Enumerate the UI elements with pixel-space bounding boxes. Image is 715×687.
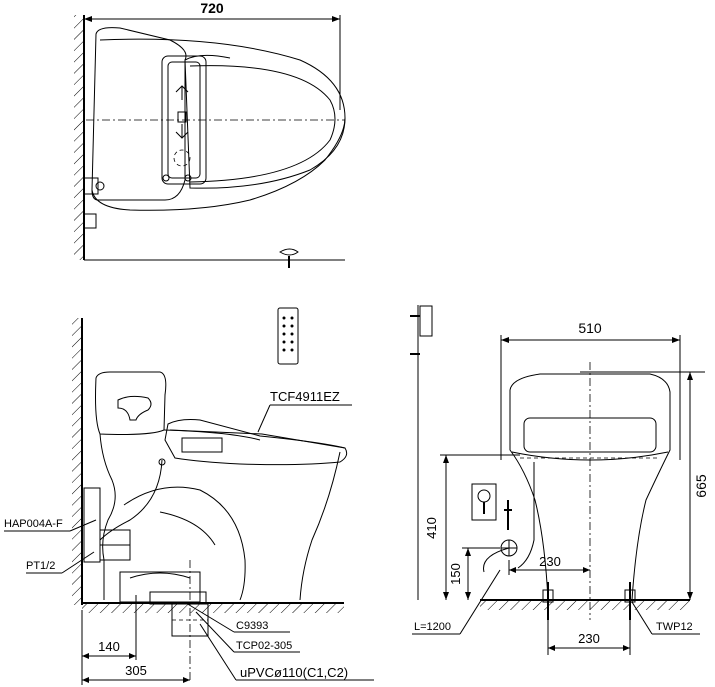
top-tank-outline <box>91 27 187 201</box>
top-seat-outline <box>99 38 346 189</box>
dim-410-text: 410 <box>424 517 439 539</box>
front-valve-box <box>471 483 497 521</box>
dim-665-text: 665 <box>693 474 709 498</box>
flange-label: C9393 <box>236 620 268 632</box>
dim-150-text: 150 <box>448 563 463 585</box>
dim-720-text: 720 <box>200 0 224 16</box>
side-valve-assembly <box>83 487 101 563</box>
side-wall-hatch <box>72 318 82 605</box>
front-floor-hatch <box>480 600 690 610</box>
arrow-icon <box>175 85 189 100</box>
top-valve <box>83 177 99 195</box>
top-view: 720 <box>74 0 346 268</box>
dim-510-text: 510 <box>578 320 602 336</box>
side-bowl-front <box>299 451 341 601</box>
side-view: TCF4911EZ HAP004A-F PT1/2 C9393 TCP02-30… <box>4 307 374 685</box>
side-floor-hatch <box>82 603 344 613</box>
flush-handle-icon <box>117 395 152 421</box>
bolt-label: TWP12 <box>656 621 693 633</box>
front-view: 510 665 410 150 <box>410 305 709 655</box>
side-seat <box>164 419 348 466</box>
dim-305-text: 305 <box>125 663 147 678</box>
top-wall-hatch <box>74 15 84 260</box>
seat-model-label: TCF4911EZ <box>270 389 340 404</box>
front-body-right <box>509 373 671 601</box>
front-remote-side <box>419 305 433 337</box>
drain-symbol <box>279 248 299 256</box>
dim-230-lower-text: 230 <box>578 631 600 646</box>
side-trap <box>123 486 246 601</box>
dim-230-upper-text: 230 <box>539 554 561 569</box>
hose-label: HAP004A-F <box>4 518 63 530</box>
side-tank <box>95 371 167 435</box>
dim-140-text: 140 <box>98 639 120 654</box>
valve-label: PT1/2 <box>26 560 55 572</box>
adapter-label: TCP02-305 <box>236 640 292 652</box>
front-body-left <box>509 390 549 601</box>
remote-control-icon <box>277 307 299 365</box>
pipe-label: uPVCø110(C1,C2) <box>240 665 348 680</box>
length-label: L=1200 <box>414 621 451 633</box>
side-hose <box>99 459 163 541</box>
